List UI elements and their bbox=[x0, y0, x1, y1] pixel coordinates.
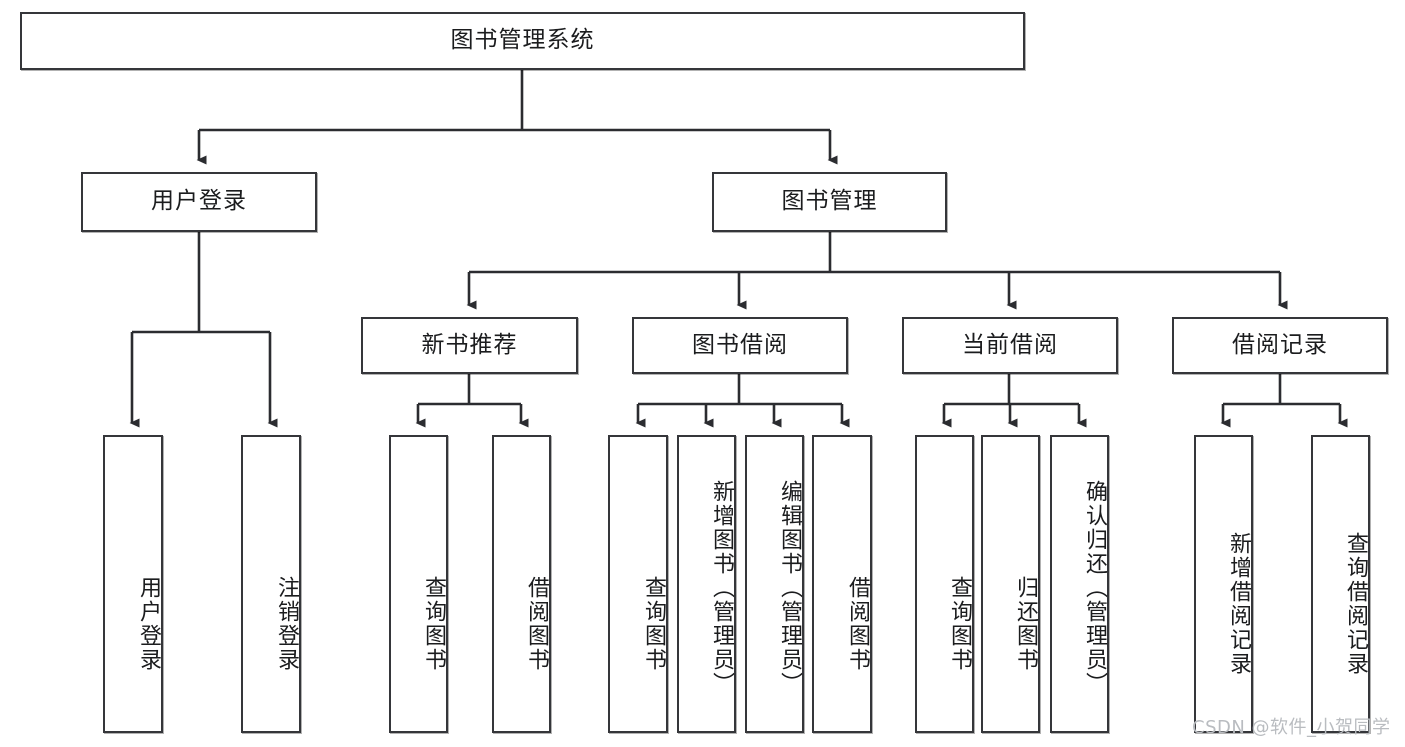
node-label: 查询图书 bbox=[641, 576, 666, 672]
node-label: 用户登录 bbox=[151, 188, 247, 215]
leaf-new-book-borrow-book[interactable]: 借阅图书 bbox=[492, 435, 551, 733]
node-label: 新增借阅记录 bbox=[1226, 532, 1251, 676]
node-label: 查询借阅记录 bbox=[1343, 532, 1368, 676]
node-book-management[interactable]: 图书管理 bbox=[712, 172, 947, 232]
node-borrow-record[interactable]: 借阅记录 bbox=[1172, 317, 1388, 374]
leaf-borrow-record-add-record[interactable]: 新增借阅记录 bbox=[1194, 435, 1253, 733]
node-new-book-recommend[interactable]: 新书推荐 bbox=[361, 317, 578, 374]
node-label: 注销登录 bbox=[274, 576, 299, 672]
leaf-book-borrow-edit-book-admin[interactable]: 编辑图书（管理员） bbox=[745, 435, 804, 733]
leaf-current-borrow-query-book[interactable]: 查询图书 bbox=[915, 435, 974, 733]
node-label: 图书管理 bbox=[781, 188, 878, 215]
leaf-book-borrow-add-book-admin[interactable]: 新增图书（管理员） bbox=[677, 435, 736, 733]
leaf-user-login-logout[interactable]: 注销登录 bbox=[241, 435, 301, 733]
node-label: 当前借阅 bbox=[962, 331, 1058, 358]
node-label: 借阅图书 bbox=[524, 576, 549, 672]
node-label: 借阅记录 bbox=[1232, 331, 1328, 358]
node-label: 确认归还（管理员） bbox=[1082, 480, 1107, 696]
leaf-borrow-record-query-record[interactable]: 查询借阅记录 bbox=[1311, 435, 1370, 733]
node-label: 查询图书 bbox=[421, 576, 446, 672]
node-label: 编辑图书（管理员） bbox=[777, 480, 802, 696]
leaf-book-borrow-borrow-book[interactable]: 借阅图书 bbox=[812, 435, 872, 733]
node-root-book-management-system[interactable]: 图书管理系统 bbox=[20, 12, 1025, 70]
node-label: 图书借阅 bbox=[692, 331, 788, 358]
leaf-book-borrow-query-book[interactable]: 查询图书 bbox=[608, 435, 668, 733]
node-book-borrow[interactable]: 图书借阅 bbox=[632, 317, 848, 374]
leaf-user-login-login[interactable]: 用户登录 bbox=[103, 435, 163, 733]
leaf-current-borrow-return-book[interactable]: 归还图书 bbox=[981, 435, 1040, 733]
csdn-watermark: CSDN @软件_小贺同学 bbox=[1192, 717, 1391, 738]
node-label: 借阅图书 bbox=[845, 576, 870, 672]
node-label: 查询图书 bbox=[947, 576, 972, 672]
node-user-login[interactable]: 用户登录 bbox=[81, 172, 317, 232]
leaf-current-borrow-confirm-return-admin[interactable]: 确认归还（管理员） bbox=[1050, 435, 1109, 733]
node-label: 新书推荐 bbox=[421, 331, 518, 358]
node-label: 归还图书 bbox=[1013, 576, 1038, 672]
node-current-borrow[interactable]: 当前借阅 bbox=[902, 317, 1118, 374]
node-label: 用户登录 bbox=[136, 576, 161, 672]
leaf-new-book-query-book[interactable]: 查询图书 bbox=[389, 435, 448, 733]
node-label: 图书管理系统 bbox=[450, 27, 595, 54]
node-label: 新增图书（管理员） bbox=[709, 480, 734, 696]
